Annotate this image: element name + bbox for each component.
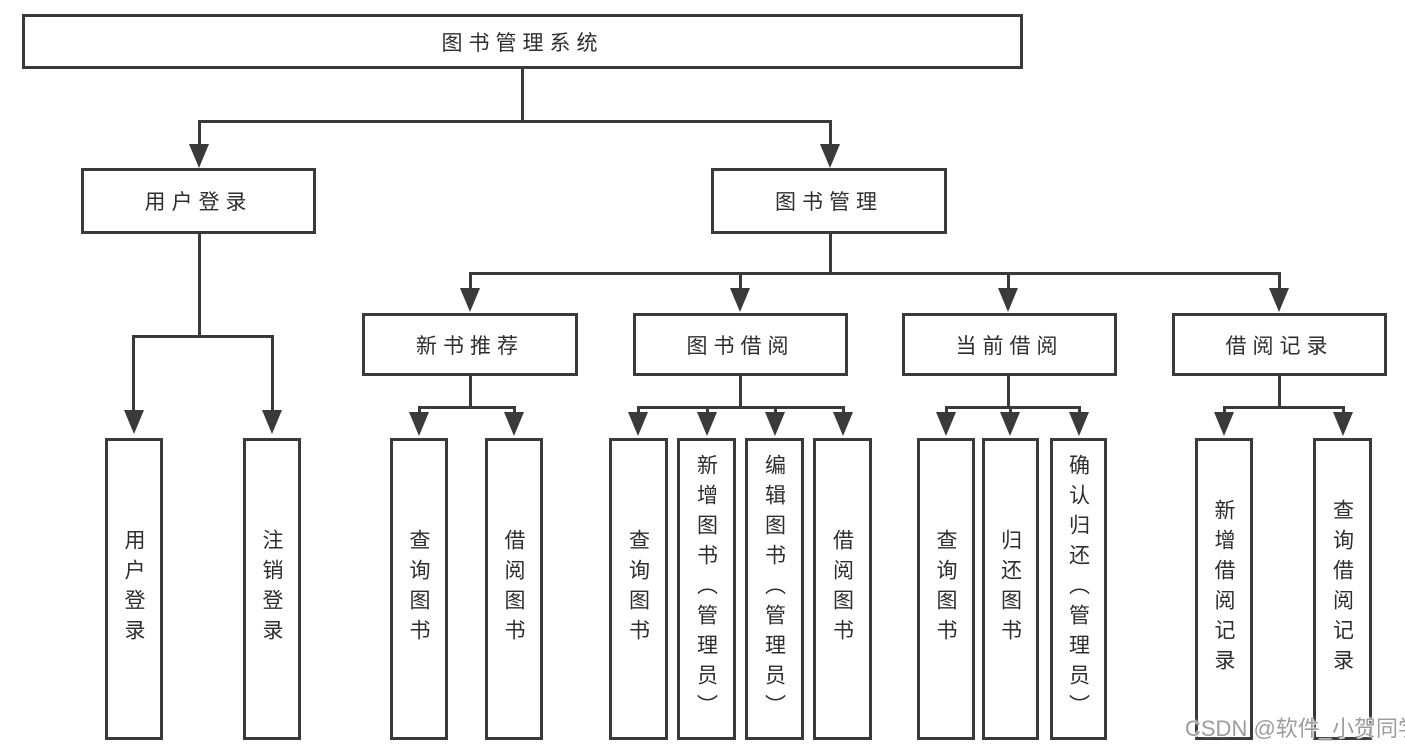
leaf-newrec-borrow-books-label: 借阅图书: [502, 529, 526, 649]
arrowhead-down-icon: [1214, 412, 1234, 436]
connector-user-login-hline: [132, 335, 274, 338]
node-borrow-records: 借阅记录: [1172, 313, 1387, 376]
connector-drop-leaf: [513, 406, 516, 415]
connector-new-book-recommend-stem: [469, 376, 472, 409]
connector-drop-leaf: [706, 406, 709, 415]
leaf-borrow-borrow-books-label: 借阅图书: [830, 529, 855, 649]
leaf-newrec-query-books-label: 查询图书: [407, 529, 431, 649]
connector-drop-leaf: [1223, 406, 1226, 415]
arrowhead-down-icon: [1069, 412, 1089, 436]
leaf-user-login-label: 用户登录: [122, 529, 146, 649]
connector-current-borrow-stem: [1007, 376, 1010, 409]
connector-drop-leaf: [1009, 406, 1012, 415]
connector-drop-current-borrow: [1007, 272, 1010, 290]
arrowhead-down-icon: [628, 412, 648, 436]
arrowhead-down-icon: [124, 410, 144, 434]
connector-root-stem: [521, 69, 524, 122]
leaf-edit-books-admin: 编辑图书（管理员）: [745, 438, 804, 740]
connector-drop-borrow-records: [1278, 272, 1281, 290]
arrowhead-down-icon: [1333, 412, 1353, 436]
node-root: 图书管理系统: [22, 14, 1023, 69]
leaf-borrow-query-books-label: 查询图书: [626, 529, 651, 649]
leaf-newrec-query-books: 查询图书: [390, 438, 448, 740]
node-root-label: 图书管理系统: [441, 30, 604, 55]
connector-drop-new-book-recommend: [469, 272, 472, 290]
node-new-book-recommend-label: 新书推荐: [416, 333, 524, 358]
leaf-borrow-borrow-books: 借阅图书: [813, 438, 872, 740]
leaf-current-query-books: 查询图书: [917, 438, 975, 740]
leaf-edit-books-admin-label: 编辑图书（管理员）: [762, 454, 787, 724]
arrowhead-down-icon: [833, 412, 853, 436]
arrowhead-down-icon: [765, 412, 785, 436]
connector-drop-leaf: [1342, 406, 1345, 415]
node-book-borrow: 图书借阅: [633, 313, 848, 376]
connector-drop-leaf: [842, 406, 845, 415]
leaf-return-books-label: 归还图书: [998, 529, 1023, 649]
node-user-login-label: 用户登录: [144, 190, 253, 214]
arrowhead-down-icon: [504, 412, 524, 436]
arrowhead-down-icon: [1000, 412, 1020, 436]
connector-drop-leaf: [774, 406, 777, 415]
node-current-borrow-label: 当前借阅: [955, 333, 1064, 358]
leaf-query-borrow-record: 查询借阅记录: [1313, 438, 1372, 740]
csdn-watermark: CSDN @软件_小贺同学: [1185, 716, 1405, 741]
arrowhead-down-icon: [730, 288, 750, 312]
arrowhead-down-icon: [1269, 288, 1289, 312]
leaf-confirm-return-admin: 确认归还（管理员）: [1050, 438, 1107, 740]
connector-drop-book-borrow: [739, 272, 742, 290]
leaf-newrec-borrow-books: 借阅图书: [485, 438, 543, 740]
connector-drop-leaf: [1078, 406, 1081, 415]
connector-new-book-recommend-hline: [418, 406, 516, 409]
node-new-book-recommend: 新书推荐: [362, 313, 578, 376]
arrowhead-down-icon: [460, 288, 480, 312]
connector-root-hline: [198, 120, 832, 123]
node-book-management-label: 图书管理: [775, 190, 883, 214]
arrowhead-down-icon: [936, 412, 956, 436]
connector-book-borrow-stem: [739, 376, 742, 409]
leaf-logout: 注销登录: [243, 438, 301, 740]
arrowhead-down-icon: [409, 412, 429, 436]
connector-user-login-stem: [198, 234, 201, 338]
connector-drop-leaf: [418, 406, 421, 415]
arrowhead-down-icon: [262, 410, 282, 434]
connector-drop-login-leaf: [132, 335, 135, 412]
connector-drop-leaf: [945, 406, 948, 415]
leaf-query-borrow-record-label: 查询借阅记录: [1330, 499, 1355, 679]
arrowhead-down-icon: [998, 288, 1018, 312]
connector-book-borrow-hline: [637, 406, 845, 409]
connector-book-management-stem: [829, 234, 832, 275]
leaf-add-borrow-record: 新增借阅记录: [1195, 438, 1253, 740]
connector-borrow-records-stem: [1278, 376, 1281, 409]
leaf-confirm-return-admin-label: 确认归还（管理员）: [1066, 454, 1091, 724]
node-borrow-records-label: 借阅记录: [1225, 333, 1334, 358]
leaf-logout-label: 注销登录: [260, 529, 284, 649]
arrowhead-down-icon: [189, 144, 209, 168]
node-user-login: 用户登录: [81, 168, 316, 234]
connector-drop-user-login: [198, 120, 201, 146]
connector-borrow-records-hline: [1223, 406, 1345, 409]
leaf-borrow-query-books: 查询图书: [609, 438, 668, 740]
connector-drop-leaf: [637, 406, 640, 415]
leaf-add-borrow-record-label: 新增借阅记录: [1212, 499, 1236, 679]
leaf-add-books-admin-label: 新增图书（管理员）: [694, 454, 719, 724]
leaf-current-query-books-label: 查询图书: [934, 529, 958, 649]
connector-book-management-hline: [469, 272, 1281, 275]
connector-drop-book-management: [829, 120, 832, 146]
arrowhead-down-icon: [697, 412, 717, 436]
leaf-return-books: 归还图书: [982, 438, 1039, 740]
node-book-borrow-label: 图书借阅: [686, 333, 795, 358]
node-current-borrow: 当前借阅: [902, 313, 1117, 376]
connector-current-borrow-hline: [945, 406, 1081, 409]
leaf-add-books-admin: 新增图书（管理员）: [677, 438, 736, 740]
leaf-user-login: 用户登录: [105, 438, 163, 740]
connector-drop-logout-leaf: [271, 335, 274, 412]
node-book-management: 图书管理: [711, 168, 947, 234]
arrowhead-down-icon: [820, 144, 840, 168]
